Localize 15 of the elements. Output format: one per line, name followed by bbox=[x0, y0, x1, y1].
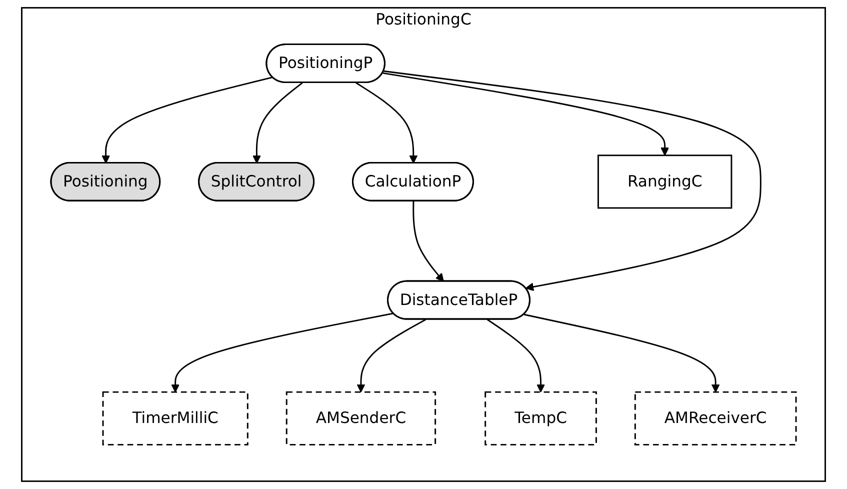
arrow bbox=[486, 318, 546, 392]
node-box: TempC bbox=[484, 391, 597, 446]
arrow bbox=[356, 82, 418, 164]
arrow bbox=[252, 82, 303, 164]
arrow bbox=[412, 201, 444, 282]
arrow bbox=[356, 318, 426, 392]
node-box: AMSenderC bbox=[286, 391, 436, 446]
arrow bbox=[102, 76, 273, 164]
node-box: AMReceiverC bbox=[634, 391, 797, 446]
arrow bbox=[382, 72, 670, 156]
arrow bbox=[171, 312, 394, 392]
node-box: RangingC bbox=[598, 154, 732, 209]
node-box: TimerMilliC bbox=[102, 391, 248, 446]
arrow bbox=[524, 314, 720, 392]
arrow bbox=[384, 70, 762, 292]
